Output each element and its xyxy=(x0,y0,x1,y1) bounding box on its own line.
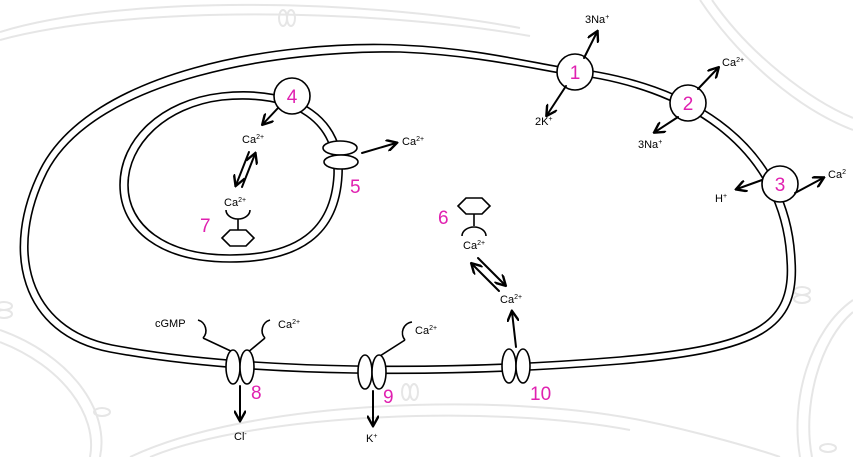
label-7: 7 xyxy=(200,216,211,237)
background-channel xyxy=(401,383,411,401)
channel-10-subunit xyxy=(515,348,531,384)
buffer-protein-hexagon xyxy=(456,197,492,215)
pump-4-organelle: 4 Ca2+ Ca2+ 7 xyxy=(200,77,311,247)
organelle-membrane xyxy=(119,91,343,263)
ca-efflux-arrow xyxy=(697,68,718,90)
exchanger-3-circle xyxy=(761,165,799,203)
label-ca: Ca2 xyxy=(828,169,846,181)
h-arrow xyxy=(737,179,763,189)
channel-10-ca: 10 xyxy=(501,312,551,405)
label-ca-free: Ca2+ xyxy=(500,294,522,306)
label-ca-bound: Ca2+ xyxy=(224,197,246,209)
buffer-6-cytosol: Ca2+ 6 Ca2+ xyxy=(438,197,522,306)
ca-release-arrow xyxy=(361,143,396,154)
background-cell-outline xyxy=(0,341,93,457)
channel-9-link xyxy=(379,339,406,357)
pump-1-na-k: 1 3Na+ 2K+ xyxy=(535,14,609,128)
background-cell-outline xyxy=(129,403,781,457)
influx-arrow xyxy=(547,85,567,115)
background-cell-outline xyxy=(0,329,103,457)
channel-9-subunit xyxy=(357,354,373,390)
release-arrow xyxy=(477,257,505,285)
release-arrow xyxy=(241,154,255,188)
na-influx-arrow xyxy=(655,116,679,132)
ca-arrow xyxy=(794,178,823,194)
channel-10-subunit xyxy=(501,348,517,384)
binding-protein-hexagon xyxy=(220,229,256,247)
binding-arrow xyxy=(472,264,500,292)
ca-influx-arrow xyxy=(512,312,516,348)
background-channel xyxy=(286,9,296,27)
binding-site xyxy=(461,226,487,237)
pump-4-number: 4 xyxy=(287,87,298,108)
label-2k: 2K+ xyxy=(535,116,553,128)
background-channel xyxy=(409,383,419,401)
label-cl: Cl- xyxy=(234,431,247,443)
channel-5-organelle: Ca2+ 5 xyxy=(322,136,424,198)
channel-5-subunit xyxy=(323,154,359,170)
ca-binding-site xyxy=(261,319,271,339)
background-channel xyxy=(793,286,811,296)
channel-5-subunit xyxy=(322,140,358,156)
exchanger-2-na-ca: 2 Ca2+ 3Na+ xyxy=(638,57,744,151)
binding-site xyxy=(225,209,251,220)
label-cgmp: cGMP xyxy=(155,318,186,330)
label-ca: Ca2+ xyxy=(722,57,744,69)
channel-8-subunit xyxy=(239,349,255,385)
channel-9-k: Ca2+ K+ 9 xyxy=(357,321,437,445)
background-cell-outline xyxy=(711,0,853,119)
pump-1-number: 1 xyxy=(570,63,581,84)
background-cell-outline xyxy=(796,299,853,457)
label-3na: 3Na+ xyxy=(585,14,609,26)
label-5: 5 xyxy=(350,177,361,198)
label-10: 10 xyxy=(530,384,551,405)
background-cell-outline xyxy=(149,414,631,457)
exchanger-3-h-ca: 3 H+ Ca2 xyxy=(715,165,846,205)
background-channel xyxy=(0,301,13,311)
label-k: K+ xyxy=(366,433,377,445)
label-8: 8 xyxy=(251,383,262,404)
ca-uptake-arrow xyxy=(263,107,279,124)
ca-binding-site xyxy=(401,321,413,341)
background-channel xyxy=(793,294,811,304)
background-cell-outline xyxy=(808,311,853,457)
background-cell-outline xyxy=(0,3,521,33)
pump-4-circle xyxy=(273,77,311,115)
label-ca: Ca2+ xyxy=(402,136,424,148)
efflux-arrow xyxy=(583,32,597,59)
exchanger-3-number: 3 xyxy=(775,175,786,196)
cgmp-binding-site xyxy=(197,319,207,339)
pump-1-circle xyxy=(556,53,594,91)
label-6: 6 xyxy=(438,208,449,229)
channel-8-cl: cGMP Ca2+ Cl- 8 xyxy=(155,318,300,443)
binding-arrow xyxy=(236,151,250,185)
background-channel xyxy=(278,9,288,27)
channel-8-subunit xyxy=(225,349,241,385)
background-channel xyxy=(0,309,13,319)
label-ca-bound: Ca2+ xyxy=(463,240,485,252)
channel-9-subunit xyxy=(371,354,387,390)
label-ca: Ca2+ xyxy=(278,319,300,331)
background-cell-outline xyxy=(699,0,853,131)
exchanger-2-number: 2 xyxy=(683,94,694,115)
background-channel xyxy=(93,407,111,417)
label-ca: Ca2+ xyxy=(242,134,264,146)
exchanger-2-circle xyxy=(669,84,707,122)
background-channel xyxy=(819,443,837,453)
channel-8-link xyxy=(202,337,236,354)
plasma-membrane xyxy=(19,43,797,375)
background-cell-outline xyxy=(0,13,531,41)
label-3na: 3Na+ xyxy=(638,139,662,151)
label-h: H+ xyxy=(715,193,727,205)
label-ca: Ca2+ xyxy=(415,325,437,337)
label-9: 9 xyxy=(383,387,394,408)
